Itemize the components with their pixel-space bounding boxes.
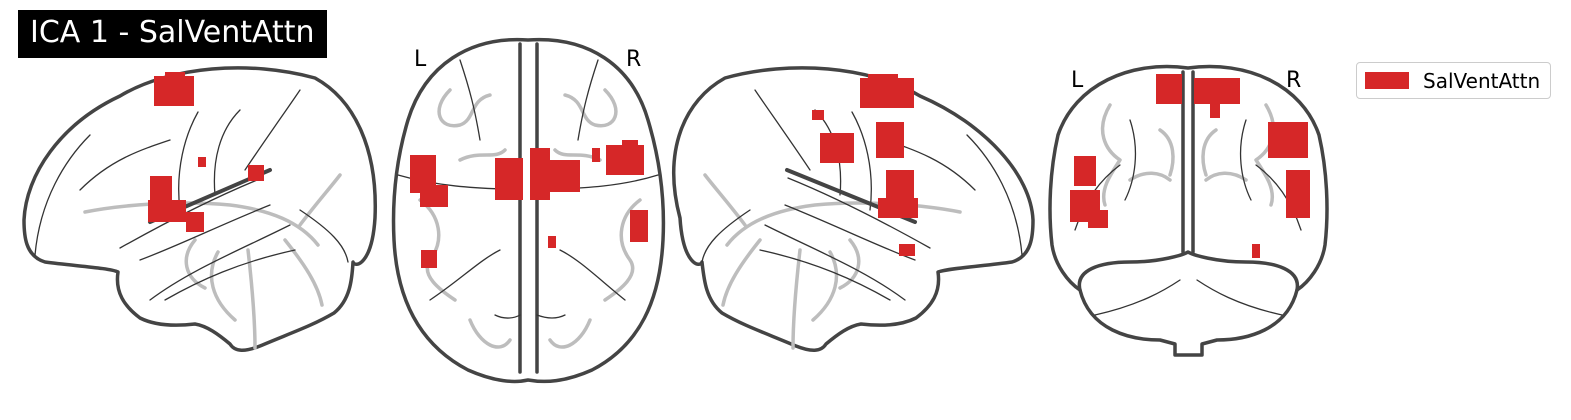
sagittal-right-sulci [701, 89, 1023, 301]
legend-swatch [1365, 72, 1409, 89]
sagittal-left-deep-structures [83, 173, 342, 350]
axial-view: L R [391, 37, 666, 384]
sagittal-right-brain-outline [672, 66, 1035, 352]
axial-left-label: L [414, 47, 427, 72]
coronal-sulci [1074, 119, 1302, 316]
axial-deep-structures [418, 88, 642, 349]
coronal-left-label: L [1071, 68, 1084, 93]
axial-right-label: R [626, 47, 641, 72]
axial-brain-outline [391, 37, 666, 384]
axial-activations [410, 140, 648, 268]
sagittal-right-activations [812, 74, 918, 256]
sagittal-left-view [22, 66, 377, 352]
coronal-brain-outline [1048, 64, 1329, 357]
coronal-cerebellum [1077, 250, 1300, 292]
sagittal-left-activations [148, 72, 264, 232]
sagittal-right-view [672, 66, 1035, 352]
coronal-activations [1070, 74, 1310, 258]
legend-label: SalVentAttn [1423, 68, 1541, 93]
figure-title: ICA 1 - SalVentAttn [18, 10, 327, 58]
sagittal-left-brain-outline [22, 66, 377, 352]
axial-midline [518, 42, 539, 374]
coronal-right-label: R [1286, 68, 1301, 93]
coronal-view: L R [1048, 64, 1329, 357]
coronal-midline [1181, 70, 1195, 254]
legend: SalVentAttn [1356, 62, 1552, 99]
coronal-deep-structures [1100, 103, 1276, 207]
sagittal-left-sulci [34, 89, 349, 301]
